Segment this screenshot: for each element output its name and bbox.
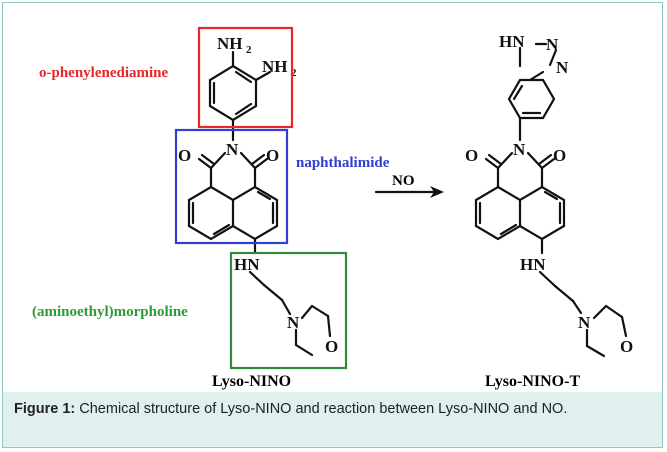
amine-nh-1: NH bbox=[217, 34, 243, 53]
product-linker-hn: HN bbox=[520, 255, 546, 274]
product-name: Lyso-NINO-T bbox=[485, 373, 580, 390]
caption-band bbox=[3, 392, 662, 447]
morpholine-n: N bbox=[287, 313, 300, 332]
label-o-phenylenediamine: o-phenylenediamine bbox=[39, 65, 169, 81]
linker-hn: HN bbox=[234, 255, 260, 274]
naphthalimide-core bbox=[187, 151, 279, 255]
product-naphthalimide bbox=[474, 151, 566, 255]
product-morpholine-o: O bbox=[620, 337, 633, 356]
product-carbonyl-o-left: O bbox=[465, 146, 478, 165]
product-aminoethyl-morpholine bbox=[538, 270, 628, 358]
carbonyl-o-left: O bbox=[178, 146, 191, 165]
reagent-no: NO bbox=[392, 173, 415, 189]
benzotriazole bbox=[507, 42, 558, 142]
product-carbonyl-o-right: O bbox=[553, 146, 566, 165]
caption-label: Figure 1: bbox=[14, 401, 76, 417]
reactant-name: Lyso-NINO bbox=[212, 373, 291, 390]
phenylenediamine-box bbox=[197, 26, 294, 129]
product-imide-n: N bbox=[513, 140, 526, 159]
caption-text: Chemical structure of Lyso-NINO and reac… bbox=[75, 401, 568, 417]
label-naphthalimide: naphthalimide bbox=[296, 155, 390, 171]
reactant-structure: NH 2 NH 2 bbox=[32, 26, 390, 390]
reaction-scheme: NH 2 NH 2 bbox=[32, 26, 633, 390]
reaction-arrow: NO bbox=[374, 173, 444, 198]
triazole-hn: HN bbox=[499, 32, 525, 51]
product-structure: HN N N N O O bbox=[465, 32, 633, 390]
carbonyl-o-right: O bbox=[266, 146, 279, 165]
aminoethyl-morpholine bbox=[248, 270, 332, 357]
morpholine-o: O bbox=[325, 337, 338, 356]
product-morpholine-n: N bbox=[578, 313, 591, 332]
naphthalimide-box bbox=[174, 128, 289, 245]
amine-sub-2: 2 bbox=[291, 67, 297, 79]
triazole-n-top: N bbox=[546, 35, 559, 54]
figure-frame bbox=[2, 2, 663, 448]
figure-caption: Figure 1: Chemical structure of Lyso-NIN… bbox=[14, 400, 654, 419]
triazole-n-side: N bbox=[556, 58, 569, 77]
amine-sub-1: 2 bbox=[246, 44, 252, 56]
phenylenediamine-ring bbox=[208, 50, 272, 142]
imide-n: N bbox=[226, 140, 239, 159]
morpholine-box bbox=[229, 251, 348, 370]
label-aminoethyl-morpholine: (aminoethyl)morpholine bbox=[32, 304, 188, 320]
amine-nh-2: NH bbox=[262, 57, 288, 76]
